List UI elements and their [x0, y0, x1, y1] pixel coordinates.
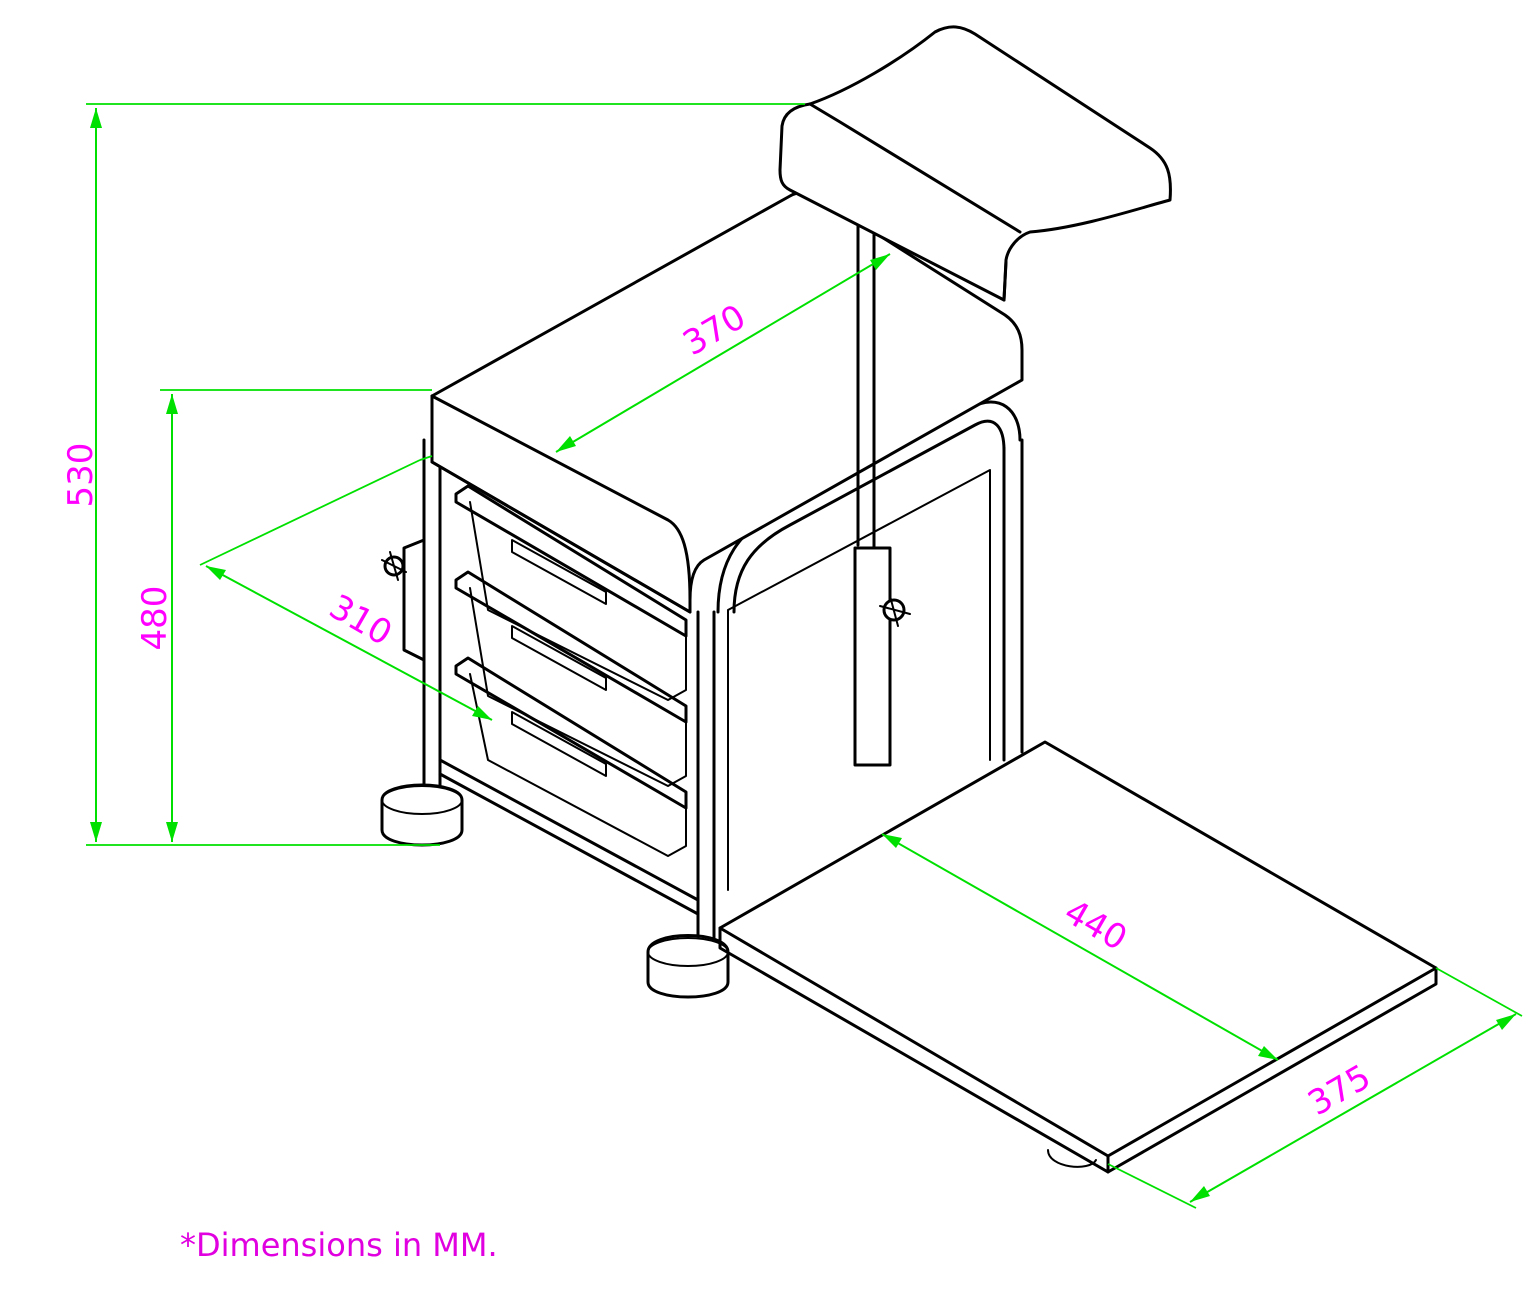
leg-rest-cushion	[778, 25, 1172, 302]
front-left-foot	[380, 783, 464, 847]
legrest-post	[853, 218, 892, 767]
side-box	[402, 538, 426, 662]
drawers	[454, 484, 688, 857]
dimension-label-375: 375	[1301, 1057, 1377, 1124]
dimension-480: 480	[135, 389, 432, 842]
units-note: *Dimensions in MM.	[180, 1226, 498, 1264]
knob-icon	[381, 551, 407, 581]
dimension-label-480: 480	[135, 586, 175, 651]
post-knob-icon	[879, 595, 911, 627]
dimension-530: 530	[61, 103, 805, 846]
front-right-foot	[646, 934, 730, 999]
dimension-label-310: 310	[322, 587, 398, 654]
dimension-label-530: 530	[61, 443, 101, 508]
dimension-310: 310	[199, 455, 493, 721]
